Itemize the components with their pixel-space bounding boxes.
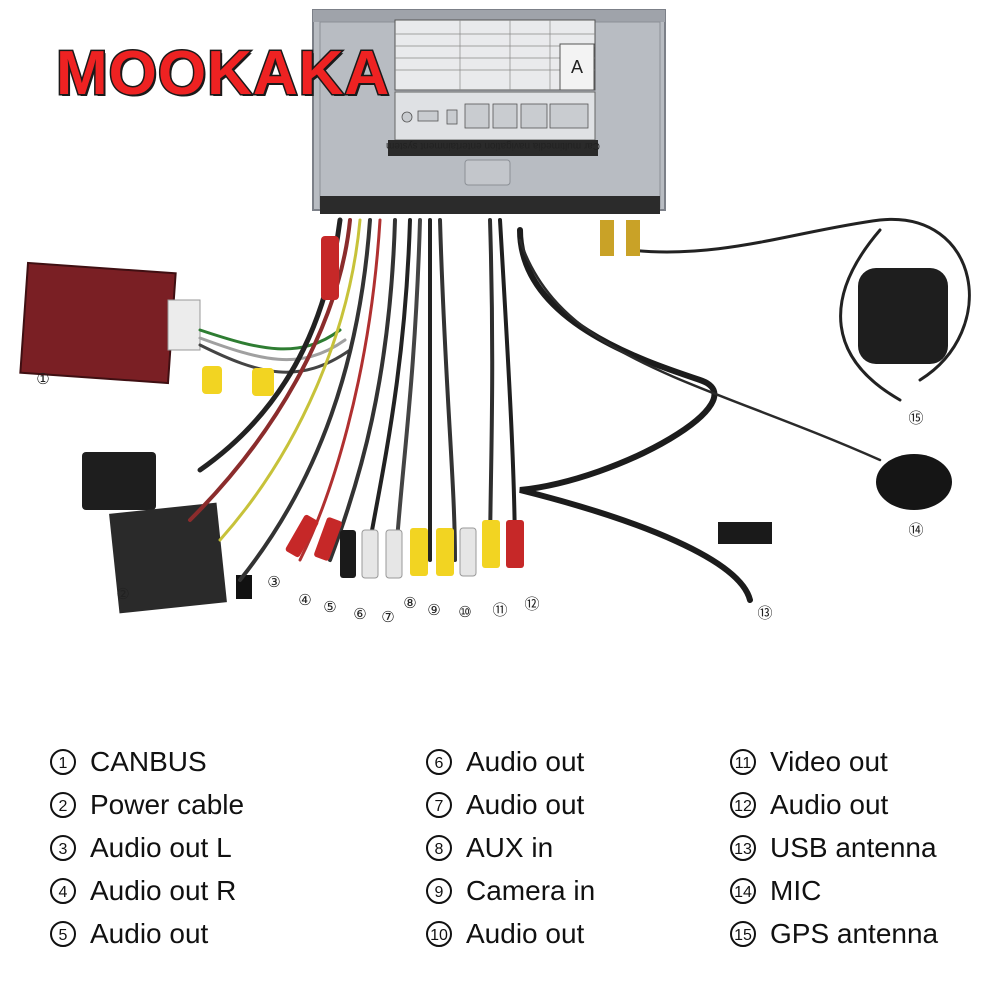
unit-corner-letter: A	[570, 57, 583, 77]
legend-label: Audio out	[466, 917, 585, 949]
callout-12: ⑫	[524, 596, 540, 613]
unit-label: Car multimedia navigation entertainment …	[386, 140, 600, 151]
callout-5: ⑤	[323, 599, 337, 616]
legend-number: 4	[50, 877, 76, 904]
legend-column-3: 11 Video out 12 Audio out 13 USB antenna 14…	[730, 740, 938, 955]
legend-label: Audio out L	[90, 831, 232, 863]
legend-label: CANBUS	[90, 745, 207, 777]
legend-number: 8	[426, 834, 452, 861]
legend-item: 1 CANBUS	[50, 740, 244, 783]
callout-13: ⑬	[757, 605, 773, 622]
callout-14: ⑭	[908, 522, 924, 539]
legend-number: 2	[50, 791, 76, 818]
legend-number: 13	[730, 834, 756, 861]
legend-label: Audio out	[466, 788, 585, 820]
gps-antenna-puck	[858, 268, 948, 364]
legend-number: 1	[50, 748, 76, 775]
legend-item: 6 Audio out	[426, 740, 595, 783]
rca-plugs	[202, 236, 524, 579]
legend-item: 3 Audio out L	[50, 826, 244, 869]
legend-item: 14 MIC	[730, 869, 938, 912]
legend-item: 9 Camera in	[426, 869, 595, 912]
legend-item: 11 Video out	[730, 740, 938, 783]
legend-item: 12 Audio out	[730, 783, 938, 826]
legend-number: 15	[730, 920, 756, 947]
legend-label: AUX in	[466, 831, 554, 863]
product-photo	[19, 9, 971, 614]
legend-label: Video out	[770, 745, 888, 777]
callout-8: ⑧	[403, 595, 417, 612]
callout-10: ⑩	[458, 604, 472, 621]
legend-number: 14	[730, 877, 756, 904]
legend-number: 7	[426, 791, 452, 818]
legend-item: 5 Audio out	[50, 912, 244, 955]
sma-connectors	[600, 220, 640, 256]
legend-number: 5	[50, 920, 76, 947]
callout-7: ⑦	[381, 609, 395, 626]
legend-label: Audio out	[90, 917, 209, 949]
mic-head	[876, 454, 952, 510]
callout-9: ⑨	[427, 602, 441, 619]
legend-number: 11	[730, 748, 756, 775]
legend-item: 8 AUX in	[426, 826, 595, 869]
legend-label: USB antenna	[770, 831, 937, 863]
head-unit	[312, 9, 666, 214]
legend-item: 10 Audio out	[426, 912, 595, 955]
legend-label: MIC	[770, 874, 822, 906]
legend-item: 15 GPS antenna	[730, 912, 938, 955]
legend-label: Audio out	[770, 788, 889, 820]
callout-15: ⑮	[908, 410, 924, 427]
callout-4: ④	[298, 592, 312, 609]
brand-logo: MOOKAKA	[54, 38, 391, 110]
legend-label: Audio out R	[90, 874, 237, 906]
usb-plug	[718, 522, 772, 544]
callout-3: ③	[267, 574, 281, 591]
canbus-box	[19, 261, 201, 385]
legend-number: 10	[426, 920, 452, 947]
power-connectors	[82, 452, 252, 614]
legend-number: 12	[730, 791, 756, 818]
legend-label: Camera in	[466, 874, 596, 906]
legend-number: 6	[426, 748, 452, 775]
legend-item: 7 Audio out	[426, 783, 595, 826]
legend-label: Power cable	[90, 788, 245, 820]
legend-number: 3	[50, 834, 76, 861]
legend-number: 9	[426, 877, 452, 904]
legend-item: 4 Audio out R	[50, 869, 244, 912]
legend-label: GPS antenna	[770, 917, 939, 949]
callout-6: ⑥	[353, 606, 367, 623]
callout-1: ①	[36, 371, 50, 388]
legend-label: Audio out	[466, 745, 585, 777]
callout-2: ②	[116, 586, 130, 603]
legend-item: 2 Power cable	[50, 783, 244, 826]
legend-item: 13 USB antenna	[730, 826, 938, 869]
callout-11: ⑪	[492, 602, 508, 619]
